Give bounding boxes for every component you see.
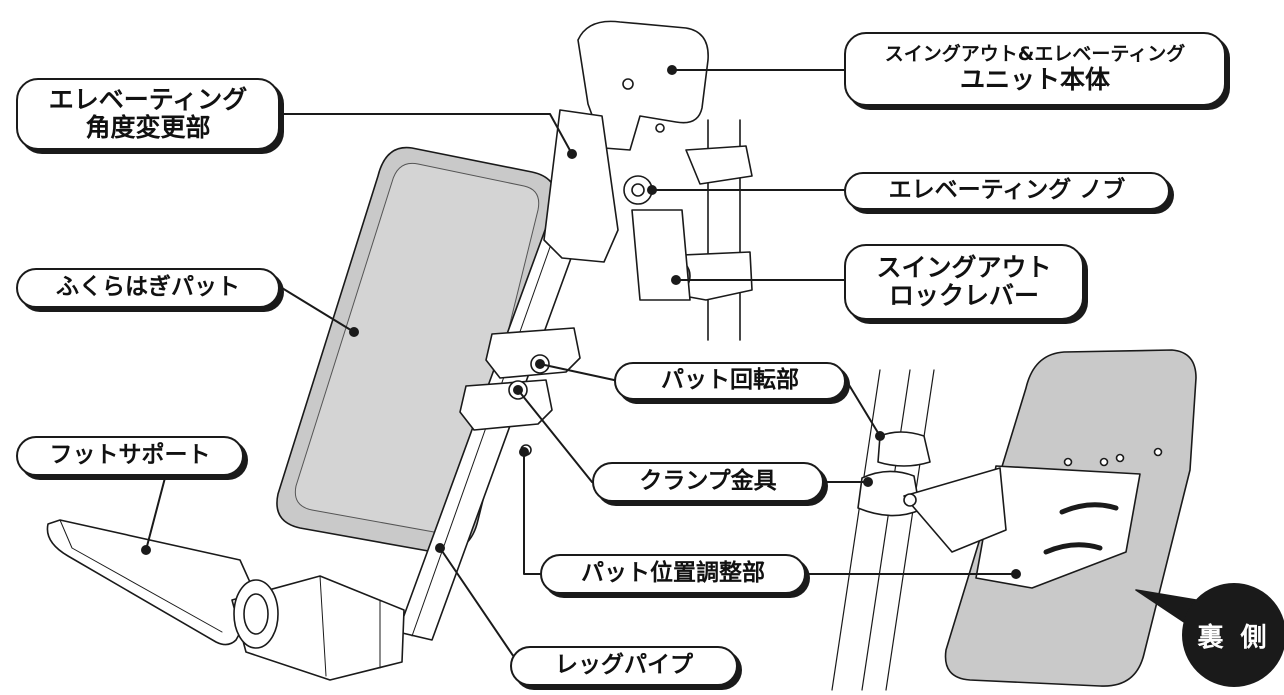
pad-hole bbox=[1115, 453, 1125, 463]
elevating-knob-core bbox=[631, 183, 645, 197]
pad-hole bbox=[1063, 457, 1073, 467]
label-elevating-angle-line2: 角度変更部 bbox=[85, 113, 211, 142]
leader-dot bbox=[535, 359, 545, 369]
label-swingout-lever: スイングアウト ロックレバー bbox=[844, 244, 1084, 320]
leader-dot bbox=[435, 543, 445, 553]
leader-dot bbox=[1011, 569, 1021, 579]
slot-row-1 bbox=[1059, 502, 1119, 515]
leader-lines bbox=[145, 69, 1017, 661]
label-leg-pipe-text: レッグパイプ bbox=[555, 652, 693, 679]
back-side-text: 裏 側 bbox=[1197, 622, 1271, 653]
label-swingout-unit-line2: ユニット本体 bbox=[959, 64, 1110, 94]
unit-screw bbox=[622, 78, 634, 90]
rear-hinge bbox=[903, 467, 1007, 553]
rear-bolt bbox=[903, 493, 917, 507]
label-pad-position-text: パット位置調整部 bbox=[581, 560, 765, 587]
leader-dot bbox=[647, 185, 657, 195]
label-swingout-lever-line2: ロックレバー bbox=[888, 281, 1039, 310]
leader-leg-pipe bbox=[439, 547, 517, 661]
leader-dot bbox=[667, 65, 677, 75]
foot-bracket-detail bbox=[319, 575, 381, 677]
label-foot-support-text: フットサポート bbox=[49, 442, 211, 469]
rear-clamp-upper bbox=[877, 431, 931, 467]
leader-dot bbox=[863, 477, 873, 487]
leader-dot bbox=[349, 327, 359, 337]
foot-plate-edge bbox=[59, 519, 223, 633]
leader-dot bbox=[671, 275, 681, 285]
leader-dot bbox=[141, 545, 151, 555]
label-pad-rotation: パット回転部 bbox=[614, 362, 846, 400]
unit-body bbox=[577, 20, 709, 151]
leader-foot-support bbox=[145, 473, 167, 551]
label-elevating-angle: エレベーティング 角度変更部 bbox=[16, 78, 280, 150]
label-swingout-unit: スイングアウト&エレベーティング ユニット本体 bbox=[844, 32, 1226, 106]
elevating-arm bbox=[543, 109, 619, 263]
unit-screw-2 bbox=[655, 123, 665, 133]
foot-plate bbox=[46, 519, 259, 646]
slot-row-2 bbox=[1043, 542, 1103, 555]
rear-pad-plate bbox=[975, 465, 1141, 589]
leader-pad-position bbox=[523, 451, 1017, 575]
foot-hinge-cap bbox=[243, 593, 269, 635]
pad-hole bbox=[1099, 457, 1109, 467]
back-side-badge: 裏 側 bbox=[1182, 583, 1284, 687]
pad-hole bbox=[1153, 447, 1163, 457]
label-swingout-unit-line1: スイングアウト&エレベーティング bbox=[884, 43, 1186, 66]
leader-elevating-angle bbox=[281, 113, 573, 155]
label-swingout-lever-line1: スイングアウト bbox=[876, 253, 1052, 282]
label-elevating-knob: エレベーティング ノブ bbox=[844, 172, 1170, 210]
unit-side-plate bbox=[631, 209, 691, 301]
label-elevating-angle-line1: エレベーティング bbox=[48, 85, 248, 114]
leader-clamp bbox=[517, 389, 869, 483]
leader-dot bbox=[513, 385, 523, 395]
leader-calf-pad bbox=[281, 287, 355, 333]
label-foot-support: フットサポート bbox=[16, 436, 244, 476]
label-pad-rotation-text: パット回転部 bbox=[661, 367, 799, 394]
leader-pad-rotation bbox=[539, 363, 881, 437]
label-clamp-text: クランプ金具 bbox=[639, 468, 777, 495]
leader-dots bbox=[141, 65, 1021, 579]
rear-pipe bbox=[831, 369, 935, 691]
label-pad-position: パット位置調整部 bbox=[540, 554, 806, 594]
label-calf-pad-text: ふくらはぎパット bbox=[56, 274, 240, 301]
leader-dot bbox=[567, 149, 577, 159]
label-leg-pipe: レッグパイプ bbox=[510, 646, 738, 686]
leader-dot bbox=[875, 431, 885, 441]
clamp-lower bbox=[459, 379, 553, 431]
label-clamp: クランプ金具 bbox=[592, 462, 824, 502]
clamp-upper bbox=[485, 327, 581, 379]
leader-dot bbox=[519, 447, 529, 457]
label-calf-pad: ふくらはぎパット bbox=[16, 268, 280, 308]
label-elevating-knob-text: エレベーティング ノブ bbox=[888, 177, 1126, 204]
upper-bracket bbox=[685, 145, 753, 185]
